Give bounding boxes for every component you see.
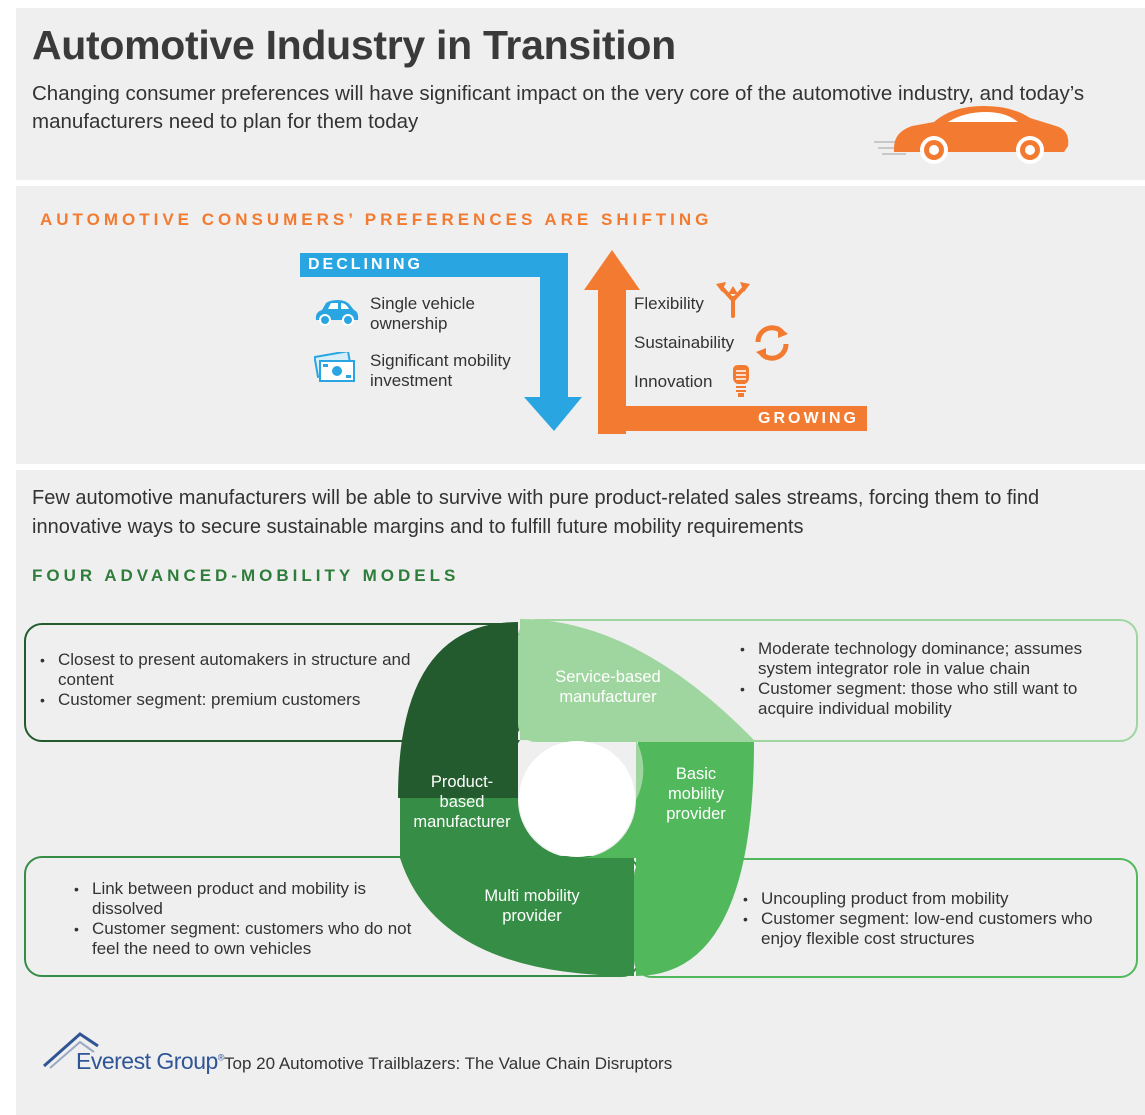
lightbulb-icon	[733, 365, 749, 397]
money-icon	[314, 352, 355, 382]
declining-label: DECLINING	[300, 253, 568, 277]
bullet-item: Uncoupling product from mobility	[739, 889, 1119, 909]
bullet-item: Moderate technology dominance; assumes s…	[736, 639, 1128, 679]
preferences-heading: AUTOMOTIVE CONSUMERS’ PREFERENCES ARE SH…	[40, 210, 713, 229]
page-title: Automotive Industry in Transition	[32, 22, 676, 68]
brand-name: Everest Group®	[76, 1048, 224, 1074]
bullet-item: Link between product and mobility is dis…	[70, 879, 430, 919]
bullet-item: Customer segment: premium customers	[36, 690, 436, 710]
segment-label-service-based: Service-based manufacturer	[555, 668, 661, 706]
split-arrows-icon	[716, 282, 750, 318]
segment-basic-mobility	[636, 742, 754, 976]
mobility-heading: FOUR ADVANCED-MOBILITY MODELS	[32, 566, 460, 585]
segment-product-based	[398, 622, 518, 798]
mobility-models-donut	[398, 619, 754, 976]
product-based-bullets: Closest to present automakers in structu…	[36, 650, 436, 710]
segment-label-basic-mobility: Basic mobility provider	[666, 765, 726, 823]
sports-car-icon	[874, 106, 1069, 164]
declining-arrow	[524, 253, 582, 431]
bullet-item: Customer segment: those who still want t…	[736, 679, 1128, 719]
everest-mountain-icon	[43, 1032, 99, 1069]
bullet-item: Customer segment: low-end customers who …	[739, 909, 1119, 949]
growing-item-1: Sustainability	[634, 333, 735, 352]
service-based-bullets: Moderate technology dominance; assumes s…	[736, 639, 1128, 719]
bullet-item: Customer segment: customers who do not f…	[70, 919, 430, 959]
growing-item-2: Innovation	[634, 372, 713, 391]
declining-item-0: Single vehicle ownership	[370, 294, 475, 333]
segment-label-product-based: Product- based manufacturer	[413, 773, 511, 831]
declining-item-1: Significant mobility investment	[370, 351, 511, 390]
basic-mobility-bullets: Uncoupling product from mobility Custome…	[739, 889, 1119, 949]
preferences-panel	[16, 186, 1145, 464]
segment-label-multi-mobility: Multi mobility provider	[484, 887, 580, 925]
growing-label: GROWING	[598, 406, 867, 431]
multi-mobility-bullets: Link between product and mobility is dis…	[70, 879, 430, 959]
basic-mobility-box	[634, 858, 1138, 978]
page-subtitle: Changing consumer preferences will have …	[32, 82, 1085, 133]
mobility-paragraph: Few automotive manufacturers will be abl…	[32, 487, 1040, 538]
recycle-icon	[755, 325, 789, 361]
car-icon	[315, 300, 359, 326]
bullet-item: Closest to present automakers in structu…	[36, 650, 436, 690]
growing-item-0: Flexibility	[634, 294, 704, 313]
service-based-box	[518, 619, 1138, 742]
footer-caption: Top 20 Automotive Trailblazers: The Valu…	[224, 1054, 673, 1073]
segment-multi-mobility	[400, 858, 634, 976]
